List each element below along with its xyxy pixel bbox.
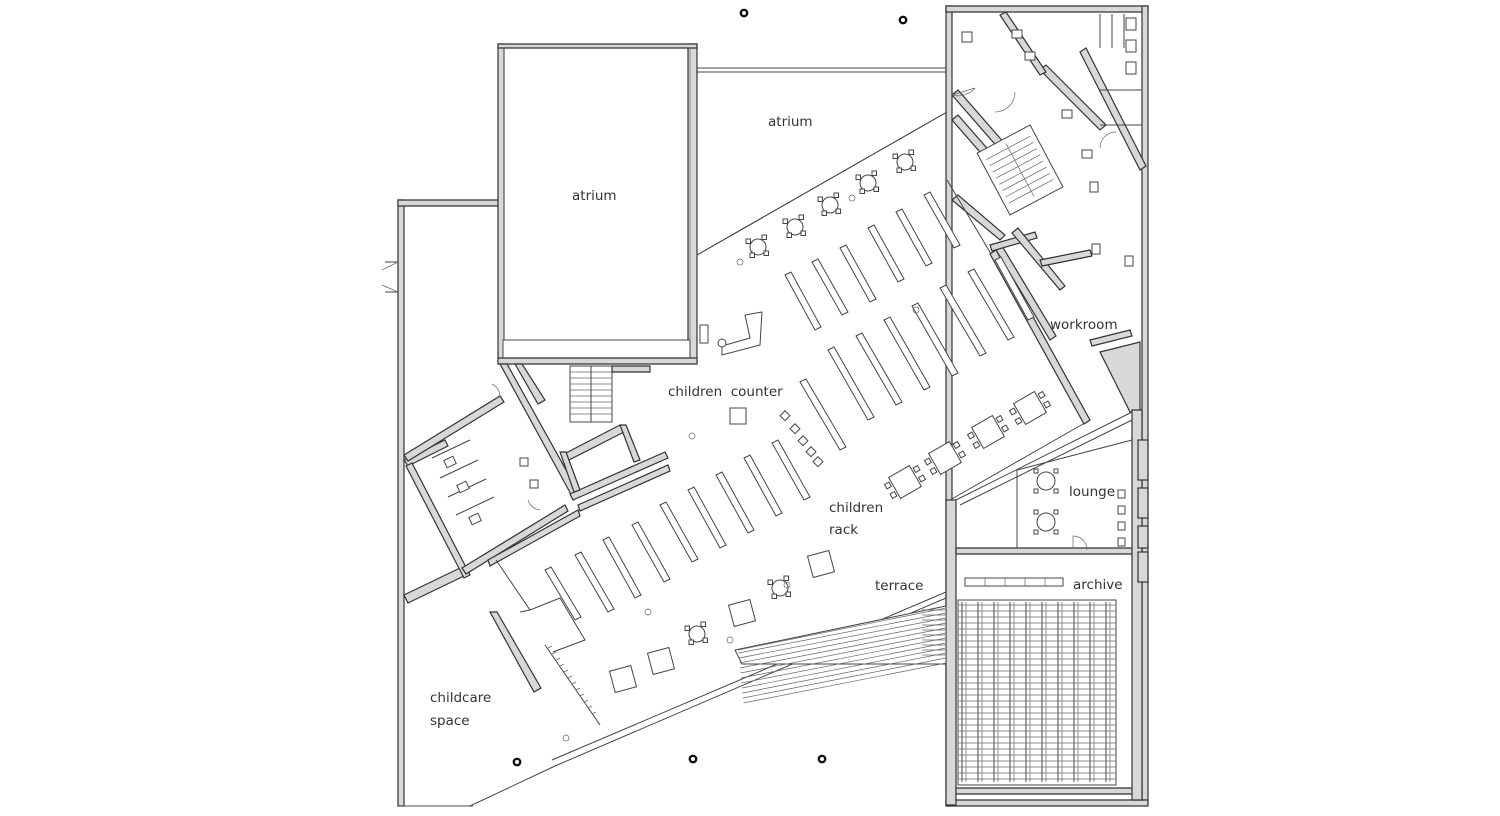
label-childcare-line1: childcare: [430, 690, 491, 706]
book-rack: [867, 224, 905, 283]
label-lounge: lounge: [1069, 484, 1115, 500]
book-rack: [659, 501, 699, 563]
label-atrium-left: atrium: [572, 188, 617, 204]
round-table: [782, 214, 806, 238]
book-rack: [911, 302, 959, 377]
label-archive: archive: [1073, 577, 1123, 593]
children-core: [403, 363, 671, 579]
book-rack: [602, 536, 642, 599]
book-rack: [967, 268, 1015, 341]
label-children-rack-line1: children: [829, 500, 883, 516]
book-rack: [994, 256, 1035, 321]
book-rack: [923, 191, 961, 249]
book-rack: [811, 258, 849, 316]
round-table: [767, 575, 791, 599]
book-rack: [784, 271, 822, 331]
soft-seats: [608, 549, 836, 694]
book-rack: [799, 378, 847, 451]
book-rack: [895, 208, 933, 267]
label-workroom: workroom: [1050, 317, 1118, 333]
round-table: [745, 234, 769, 258]
label-children-rack-line2: rack: [829, 522, 858, 538]
book-rack: [574, 551, 615, 613]
round-table: [892, 149, 916, 173]
book-rack: [883, 316, 931, 391]
book-rack: [939, 284, 987, 357]
rect-tables: [883, 390, 1052, 500]
terrace-steps: [734, 605, 947, 704]
room-labels: atrium atrium children counter children …: [430, 114, 1123, 729]
book-rack: [771, 439, 811, 501]
stools: [779, 410, 824, 468]
book-rack: [687, 486, 727, 549]
main-stair: [569, 365, 651, 423]
archive-block-walls: [945, 409, 1149, 806]
childcare-details: [495, 559, 601, 726]
book-rack: [544, 566, 582, 621]
label-terrace: terrace: [875, 578, 923, 594]
label-children-counter: children counter: [668, 384, 783, 400]
atrium-left-block: [497, 43, 698, 365]
book-rack: [855, 332, 903, 406]
round-tables: [684, 149, 916, 645]
lounge-tables: [1033, 468, 1059, 535]
label-childcare-line2: space: [430, 713, 470, 729]
terrace-deck: [734, 605, 947, 665]
round-table: [855, 170, 879, 194]
book-rack: [715, 471, 755, 534]
book-rack: [631, 521, 671, 583]
round-table: [684, 621, 708, 645]
label-atrium-top: atrium: [768, 114, 813, 130]
book-rack: [827, 346, 875, 421]
book-rack: [743, 454, 783, 517]
book-rack: [839, 244, 877, 303]
archive-shelving: [957, 599, 1117, 786]
childcare-wing-walls: [381, 199, 556, 807]
round-table: [817, 192, 841, 216]
book-racks: [544, 191, 1035, 621]
exterior-columns: [512, 8, 908, 767]
